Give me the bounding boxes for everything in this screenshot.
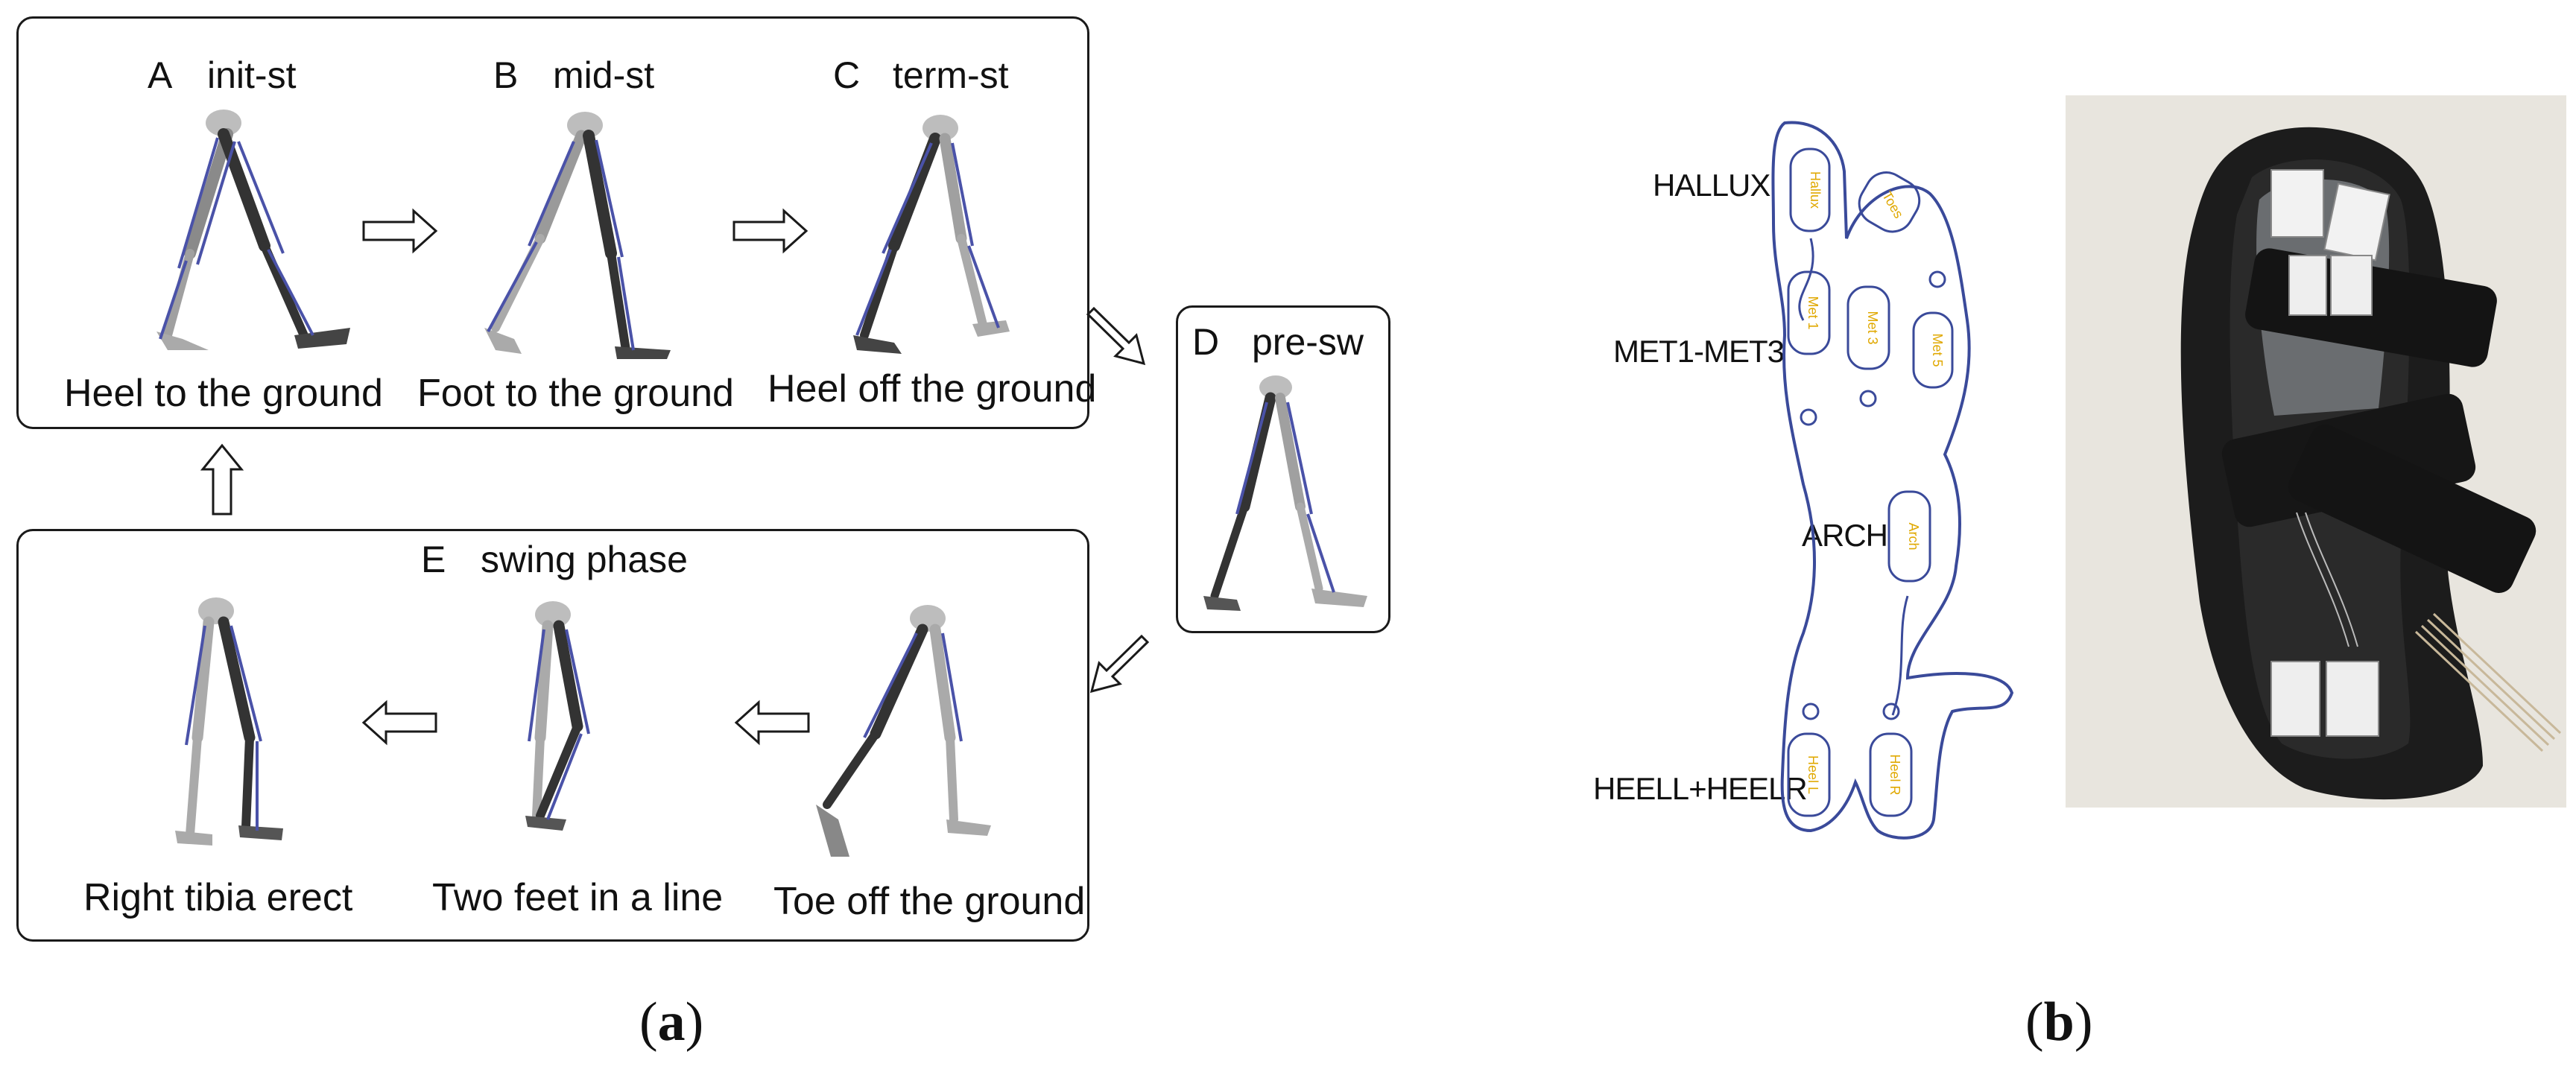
svg-text:Met 3: Met 3	[1865, 311, 1880, 344]
svg-text:Arch: Arch	[1906, 522, 1921, 550]
pre-swing-box	[1176, 305, 1390, 633]
phase-b-caption: Foot to the ground	[417, 372, 734, 415]
phase-c-name: term-st	[893, 54, 1009, 96]
label-heell-heelr: HEELL+HEELR	[1593, 771, 1808, 806]
phase-c-letter: C	[833, 54, 861, 96]
subfigure-b-label: (b)	[2025, 992, 2093, 1053]
swing-caption-2: Two feet in a line	[432, 876, 724, 919]
phase-a-name: init-st	[207, 54, 297, 96]
swing-caption-1: Right tibia erect	[83, 876, 353, 919]
phase-a-caption: Heel to the ground	[64, 372, 383, 415]
phase-b-name: mid-st	[553, 54, 655, 96]
label-arch: ARCH	[1802, 518, 1888, 553]
label-met1-met3: MET1-MET3	[1613, 334, 1785, 369]
swing-caption-3: Toe off the ground	[773, 880, 1086, 923]
svg-text:Toes: Toes	[1879, 189, 1906, 221]
svg-text:Met 5: Met 5	[1930, 333, 1945, 367]
svg-text:Met 1: Met 1	[1806, 296, 1820, 329]
subfigure-a-label: (a)	[639, 992, 704, 1053]
svg-text:Heel R: Heel R	[1887, 754, 1902, 795]
phase-e-letter: E	[421, 539, 446, 580]
svg-text:Hallux: Hallux	[1808, 171, 1823, 209]
phase-c-caption: Heel off the ground	[768, 367, 1097, 410]
phase-e-name: swing phase	[481, 539, 688, 580]
phase-d-letter: D	[1192, 321, 1220, 363]
phase-a-letter: A	[148, 54, 173, 96]
phase-b-letter: B	[493, 54, 519, 96]
svg-text:Heel L: Heel L	[1806, 755, 1820, 794]
label-hallux: HALLUX	[1653, 168, 1770, 203]
phase-d-name: pre-sw	[1252, 321, 1364, 363]
sandal-photo	[2066, 95, 2566, 808]
